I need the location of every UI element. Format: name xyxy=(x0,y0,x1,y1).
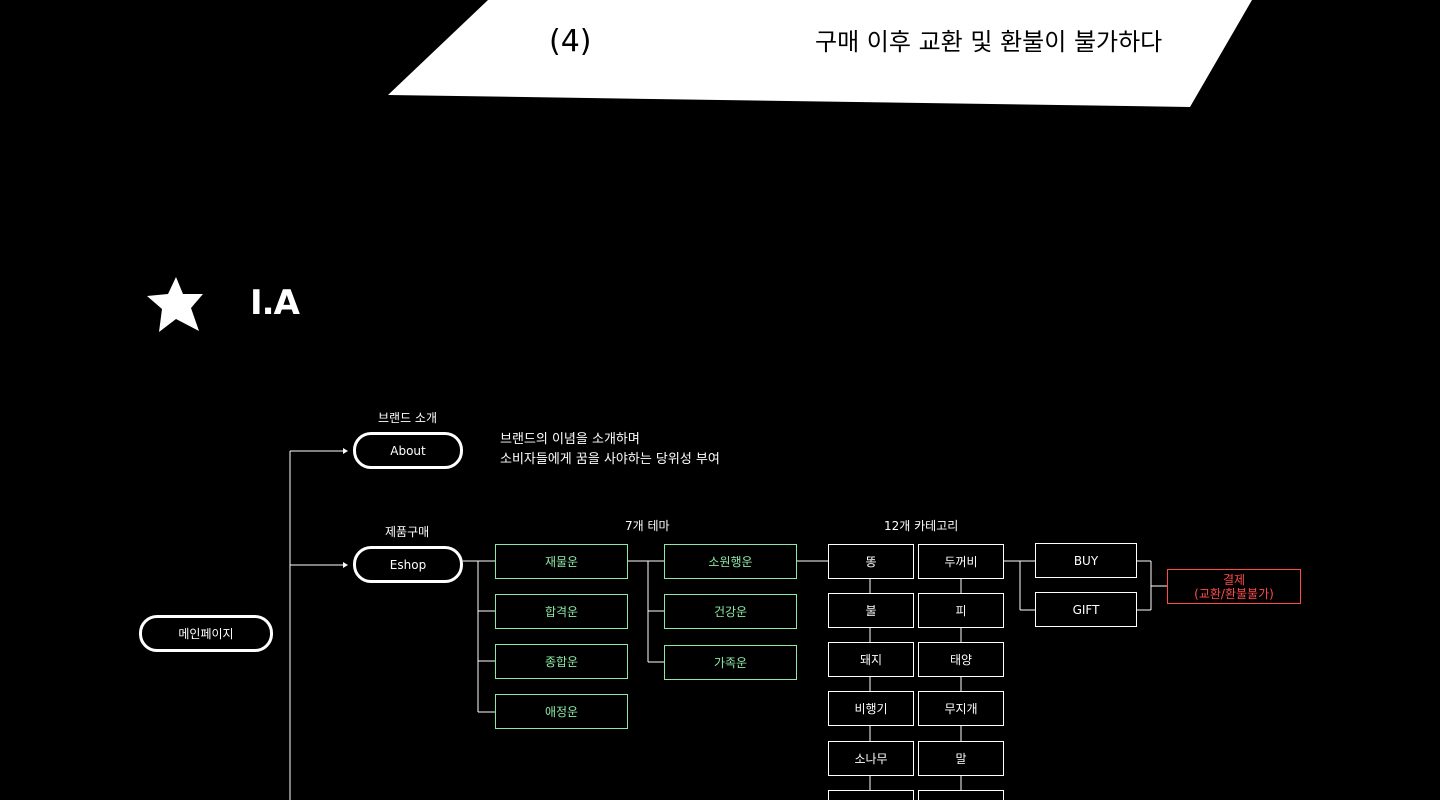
category-node-label: 말 xyxy=(955,752,967,766)
root-node-main-page: 메인페이지 xyxy=(139,615,273,652)
category-node: 똥 xyxy=(828,544,914,579)
category-node: 불 xyxy=(828,593,914,628)
theme-node: 합격운 xyxy=(495,594,628,629)
banner-shape xyxy=(388,0,1252,107)
category-node-label: 비행기 xyxy=(854,702,888,716)
theme-node: 가족운 xyxy=(664,645,797,680)
category-node: 말 xyxy=(918,741,1004,776)
theme-node-label: 종합운 xyxy=(544,655,579,669)
section-title: I.A xyxy=(250,283,300,323)
about-description-line2: 소비자들에게 꿈을 사야하는 당위성 부여 xyxy=(500,452,720,467)
theme-node: 건강운 xyxy=(664,594,797,629)
eshop-caption: 제품구매 xyxy=(385,525,430,539)
payment-label: 결제 xyxy=(1222,572,1246,587)
payment-node: 결제 (교환/환불불가) xyxy=(1167,569,1301,604)
theme-node-label: 건강운 xyxy=(713,605,748,619)
category-node: 소나무 xyxy=(828,741,914,776)
category-node-label: 돼지 xyxy=(859,653,883,667)
about-caption: 브랜드 소개 xyxy=(378,411,438,425)
gift-node: GIFT xyxy=(1035,592,1137,627)
star-burst-icon xyxy=(147,277,203,332)
about-node: About xyxy=(353,432,463,469)
theme-node-label: 재물운 xyxy=(544,555,579,569)
category-node-label: 두꺼비 xyxy=(944,555,978,569)
about-description-line1: 브랜드의 이념을 소개하며 xyxy=(500,432,640,447)
theme-node-label: 소원행운 xyxy=(708,555,753,569)
category-node: 돼지 xyxy=(828,642,914,677)
category-node: 태양 xyxy=(918,642,1004,677)
category-node-label: 태양 xyxy=(949,653,973,667)
gift-node-label: GIFT xyxy=(1072,602,1100,617)
eshop-node-label: Eshop xyxy=(389,557,427,572)
category-node xyxy=(828,790,914,800)
theme-node: 소원행운 xyxy=(664,544,797,579)
category-node-label: 소나무 xyxy=(854,752,888,766)
category-node: 무지개 xyxy=(918,691,1004,726)
buy-node: BUY xyxy=(1035,543,1137,578)
category-node xyxy=(918,790,1004,800)
theme-node-label: 가족운 xyxy=(713,656,748,670)
theme-node: 애정운 xyxy=(495,694,628,729)
payment-note: (교환/환불불가) xyxy=(1194,586,1274,601)
banner-number: (4) xyxy=(549,24,592,59)
eshop-node: Eshop xyxy=(353,546,463,583)
category-node-label: 불 xyxy=(865,604,877,618)
category-node-label: 무지개 xyxy=(944,702,978,716)
about-node-label: About xyxy=(390,443,426,458)
category-node: 비행기 xyxy=(828,691,914,726)
theme-node: 종합운 xyxy=(495,644,628,679)
theme-node-label: 애정운 xyxy=(544,705,579,719)
category-node-label: 피 xyxy=(955,604,967,618)
category-node: 피 xyxy=(918,593,1004,628)
category-node: 두꺼비 xyxy=(918,544,1004,579)
root-node-label: 메인페이지 xyxy=(178,627,234,641)
banner-text: 구매 이후 교환 및 환불이 불가하다 xyxy=(815,28,1163,56)
buy-node-label: BUY xyxy=(1073,553,1099,568)
theme-node-label: 합격운 xyxy=(544,605,579,619)
category-node-label: 똥 xyxy=(865,555,877,569)
theme-node: 재물운 xyxy=(495,544,628,579)
themes-caption: 7개 테마 xyxy=(625,519,670,533)
categories-caption: 12개 카테고리 xyxy=(884,519,959,533)
